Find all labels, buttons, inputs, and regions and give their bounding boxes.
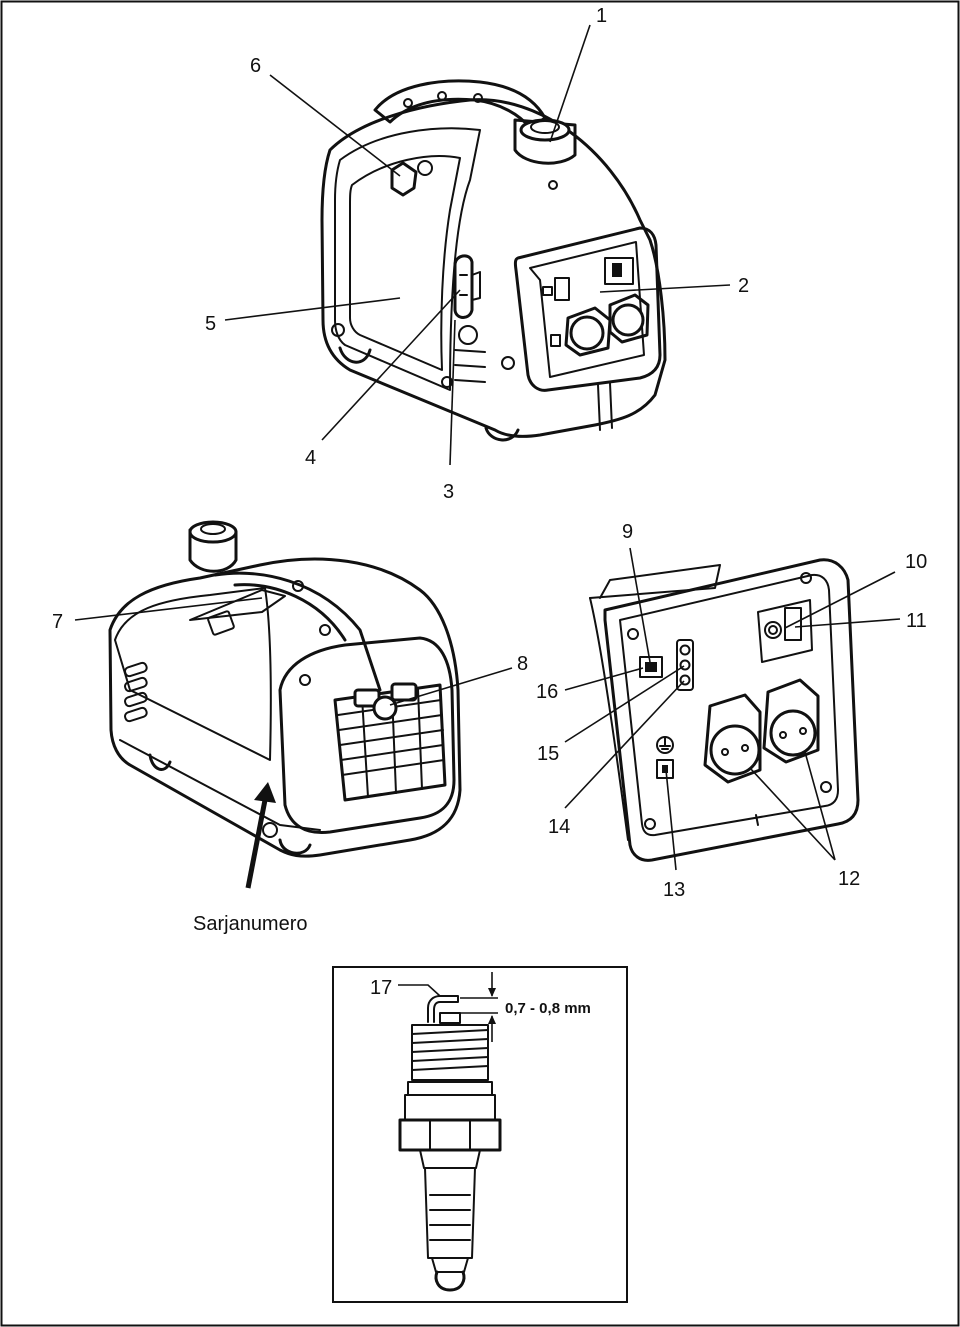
leader-lines (74, 24, 901, 997)
label-1: 1 (596, 5, 607, 27)
label-17: 17 (370, 977, 392, 999)
generator-front-view (320, 79, 667, 442)
serial-number-arrow (245, 782, 276, 889)
label-4: 4 (305, 447, 316, 469)
spark-plug-frame (332, 966, 628, 1303)
serial-number-label: Sarjanumero (193, 913, 308, 935)
label-15: 15 (537, 743, 559, 765)
control-panel-detail (589, 558, 860, 862)
label-6: 6 (250, 55, 261, 77)
label-14: 14 (548, 816, 570, 838)
label-9: 9 (622, 521, 633, 543)
label-8: 8 (517, 653, 528, 675)
label-13: 13 (663, 879, 685, 901)
gap-spec-text: 0,7 - 0,8 mm (505, 1000, 591, 1017)
generator-rear-view (108, 520, 462, 858)
callout-labels: 1 2 3 4 5 6 7 8 9 10 11 12 13 14 15 16 1… (52, 5, 927, 999)
rear-grille (333, 682, 447, 802)
label-2: 2 (738, 275, 749, 297)
side-vents (124, 661, 148, 723)
label-5: 5 (205, 313, 216, 335)
label-11: 11 (906, 610, 927, 632)
spark-plug-detail: 0,7 - 0,8 mm (332, 966, 628, 1303)
label-10: 10 (905, 551, 927, 573)
label-3: 3 (443, 481, 454, 503)
label-16: 16 (536, 681, 558, 703)
label-7: 7 (52, 611, 63, 633)
label-12: 12 (838, 868, 860, 890)
